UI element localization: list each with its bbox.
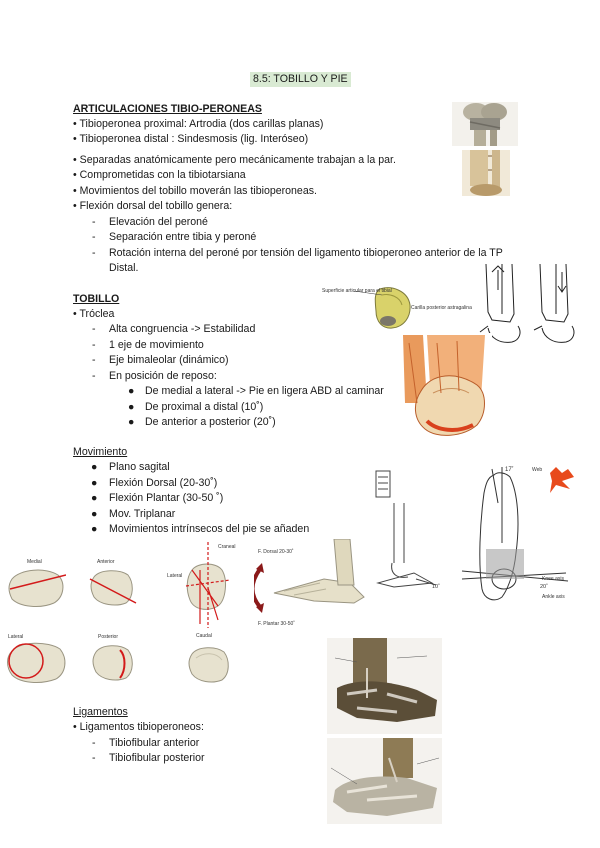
talus-lateral-figure <box>4 637 70 689</box>
dash-marker: - <box>92 216 96 228</box>
dash-marker: - <box>92 231 96 243</box>
bone-view-label: Anterior <box>97 559 115 565</box>
list-sub-item: De anterior a posterior (20˚) <box>145 416 276 428</box>
foot-axis-drawing <box>458 463 580 608</box>
dash-marker: - <box>92 370 96 382</box>
bone-view-label: Lateral <box>8 634 24 640</box>
ankle-axis-label: Ankle axis <box>542 594 565 600</box>
list-item: • Comprometidas con la tibiotarsiana <box>73 169 246 181</box>
list-item: • Flexión dorsal del tobillo genera: <box>73 200 233 212</box>
caudal-label: Caudal <box>196 633 212 639</box>
bullet-marker: ● <box>91 461 98 473</box>
logo-text: Web <box>532 467 543 473</box>
list-item: • Movimientos del tobillo moverán las ti… <box>73 185 317 197</box>
list-sub-item: Tibiofibular posterior <box>109 752 205 764</box>
dash-marker: - <box>92 737 96 749</box>
dash-marker: - <box>92 323 96 335</box>
list-sub-item: 1 eje de movimiento <box>109 339 204 351</box>
lateral-label: Lateral <box>167 573 183 579</box>
section-heading-movimiento: Movimiento <box>73 446 128 458</box>
list-item: Flexión Dorsal (20-30˚) <box>109 477 218 489</box>
list-item: Flexión Plantar (30-50 ˚) <box>109 492 224 504</box>
deg20-label: 20˚ <box>540 584 548 590</box>
talus-trochlea-figure <box>320 283 415 331</box>
list-sub-item: Eje bimaleolar (dinámico) <box>109 354 229 366</box>
knee-axis-label: Knee axis <box>542 576 564 582</box>
ankle-ligaments-photo-2 <box>327 738 442 824</box>
deg17-label: 17˚ <box>505 467 514 473</box>
talus-anterior-figure <box>88 565 138 609</box>
ankle-sagittal-drawing <box>374 463 442 593</box>
bone-view-label: Medial <box>27 559 42 565</box>
cranial-label: Craneal <box>218 544 236 550</box>
talus-medial-figure <box>6 565 66 611</box>
talus-posterior-figure <box>90 640 136 684</box>
dash-marker: - <box>92 752 96 764</box>
distal-tibiofibular-figure <box>462 150 510 196</box>
bullet-marker: ● <box>91 523 98 535</box>
bullet-marker: ● <box>128 401 135 413</box>
list-item: Mov. Triplanar <box>109 508 176 520</box>
dash-marker: - <box>92 354 96 366</box>
f-plantar-label: F. Plantar 30-50˚ <box>258 621 295 627</box>
foot-flexion-figure <box>254 539 372 629</box>
list-sub-item: Distal. <box>109 262 139 274</box>
dash-marker: - <box>92 247 96 259</box>
ankle-rotation-drawings <box>478 262 578 352</box>
list-item: • Tróclea <box>73 308 115 320</box>
bullet-marker: ● <box>128 385 135 397</box>
page-title: 8.5: TOBILLO Y PIE <box>250 72 351 87</box>
list-sub-item: Rotación interna del peroné por tensión … <box>109 247 503 259</box>
list-item: • Ligamentos tibioperoneos: <box>73 721 204 733</box>
bullet-marker: ● <box>91 492 98 504</box>
ankle-section-figure <box>397 333 492 441</box>
list-item: • Tibioperonea proximal: Artrodia (dos c… <box>73 118 324 130</box>
knee-joint-figure <box>452 102 518 146</box>
talus-caption: Carilla posterior astragalina <box>411 305 472 311</box>
list-sub-item: Alta congruencia -> Estabilidad <box>109 323 256 335</box>
bone-view-label: Posterior <box>98 634 119 640</box>
section-heading-tobillo: TOBILLO <box>73 293 120 305</box>
talus-axes-figure <box>178 540 232 630</box>
list-sub-item: De proximal a distal (10˚) <box>145 401 264 413</box>
list-item: Plano sagital <box>109 461 170 473</box>
ankle-ligaments-photo-1 <box>327 638 442 734</box>
list-item: Movimientos intrínsecos del pie se añade… <box>109 523 310 535</box>
list-sub-item: En posición de reposo: <box>109 370 217 382</box>
talus-top-label: Superficie articular para el tibial <box>322 288 392 294</box>
dash-marker: - <box>92 339 96 351</box>
bullet-marker: ● <box>128 416 135 428</box>
list-sub-item: Elevación del peroné <box>109 216 208 228</box>
deg10-label: 10˚ <box>432 584 440 590</box>
list-sub-item: De medial a lateral -> Pie en ligera ABD… <box>145 385 384 397</box>
talus-caudal-figure <box>186 642 232 686</box>
bullet-marker: ● <box>91 508 98 520</box>
section-heading-ligamentos: Ligamentos <box>73 706 128 718</box>
list-item: • Separadas anatómicamente pero mecánica… <box>73 154 396 166</box>
bullet-marker: ● <box>91 477 98 489</box>
f-dorsal-label: F. Dorsal 20-30˚ <box>258 549 294 555</box>
list-item: • Tibioperonea distal : Sindesmosis (lig… <box>73 133 309 145</box>
list-sub-item: Separación entre tibia y peroné <box>109 231 257 243</box>
section-heading-tibioperoneas: ARTICULACIONES TIBIO-PERONEAS <box>73 103 262 115</box>
list-sub-item: Tibiofibular anterior <box>109 737 200 749</box>
